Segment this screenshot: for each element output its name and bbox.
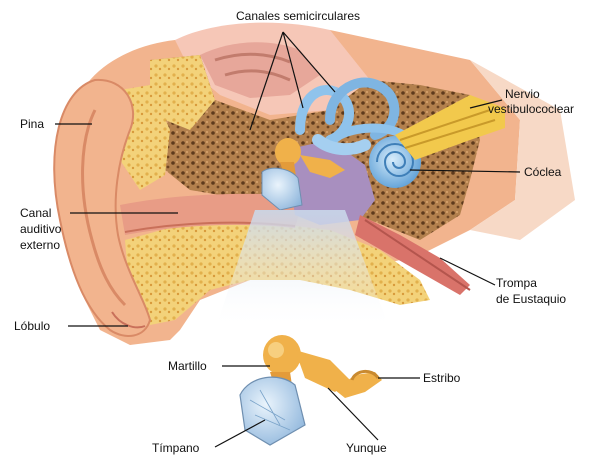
label-canal-line3: externo [20, 238, 60, 252]
label-estribo: Estribo [423, 371, 461, 385]
label-nervio-line1: Nervio [505, 87, 540, 101]
label-trompa-line2: de Eustaquio [496, 292, 566, 306]
label-martillo: Martillo [168, 359, 207, 373]
label-yunque: Yunque [346, 441, 387, 455]
label-pina: Pina [20, 117, 44, 131]
label-nervio-line2: vestibulococlear [488, 102, 574, 116]
label-trompa-line1: Trompa [496, 276, 537, 290]
label-timpano: Tímpano [152, 441, 200, 455]
leader-yunque [328, 388, 378, 440]
label-canal-line1: Canal [20, 206, 51, 220]
label-coclea: Cóclea [524, 165, 562, 179]
ossicles-enlarged [240, 335, 382, 445]
label-canales-semicirculares: Canales semicirculares [236, 9, 360, 23]
label-canal-line2: auditivo [20, 222, 62, 236]
label-lobulo: Lóbulo [14, 319, 50, 333]
